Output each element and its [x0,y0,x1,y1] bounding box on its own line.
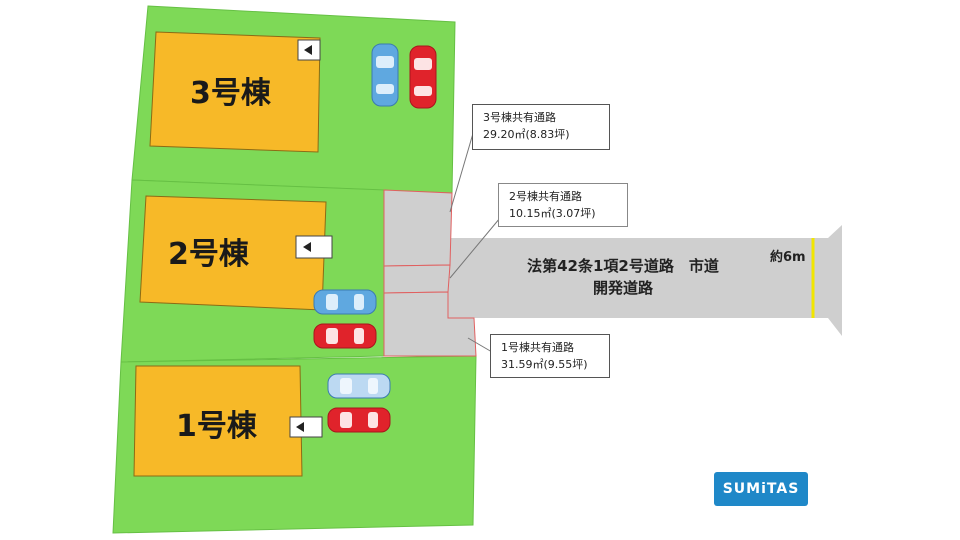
car-red-icon [409,45,437,109]
road-width-label: 約6m [770,250,806,265]
shared-path-1-area: 31.59㎡(9.55坪) [501,358,588,371]
entrance-1-icon [289,416,323,438]
city-road [446,225,842,336]
building-1 [133,365,303,477]
car-blue-icon [327,373,391,399]
car-blue-icon [313,289,377,315]
shared-path-2-name: 2号棟共有通路 [509,190,582,203]
shared-path-2 [383,264,451,294]
building-3-label: 3号棟 [190,76,272,111]
shared-path-2-area: 10.15㎡(3.07坪) [509,207,596,220]
leader-line-1 [467,337,493,353]
shared-path-3-area: 29.20㎡(8.83坪) [483,128,570,141]
building-2-label: 2号棟 [168,237,250,272]
shared-path-1-name: 1号棟共有通路 [501,341,574,354]
sumitas-logo: SUMiTAS [714,472,808,506]
shared-path-1 [383,291,477,357]
building-3 [149,31,321,153]
road-type: 法第42条1項2号道路 市道 [527,257,719,275]
shared-path-1-callout: 1号棟共有通路 31.59㎡(9.55坪) [490,334,610,378]
shared-path-2-callout: 2号棟共有通路 10.15㎡(3.07坪) [498,183,628,227]
leader-line-3 [449,129,475,213]
shared-path-3-name: 3号棟共有通路 [483,111,556,124]
entrance-2-icon [295,235,333,259]
car-blue-icon [371,43,399,107]
entrance-3-icon [297,39,321,61]
road-subtype: 開発道路 [592,279,653,297]
leader-line-2 [449,217,501,279]
road-label: 法第42条1項2号道路 市道 開発道路 [488,255,758,299]
shared-path-3 [383,189,453,267]
car-red-icon [313,323,377,349]
building-1-label: 1号棟 [176,409,258,444]
car-red-icon [327,407,391,433]
shared-path-3-callout: 3号棟共有通路 29.20㎡(8.83坪) [472,104,610,150]
